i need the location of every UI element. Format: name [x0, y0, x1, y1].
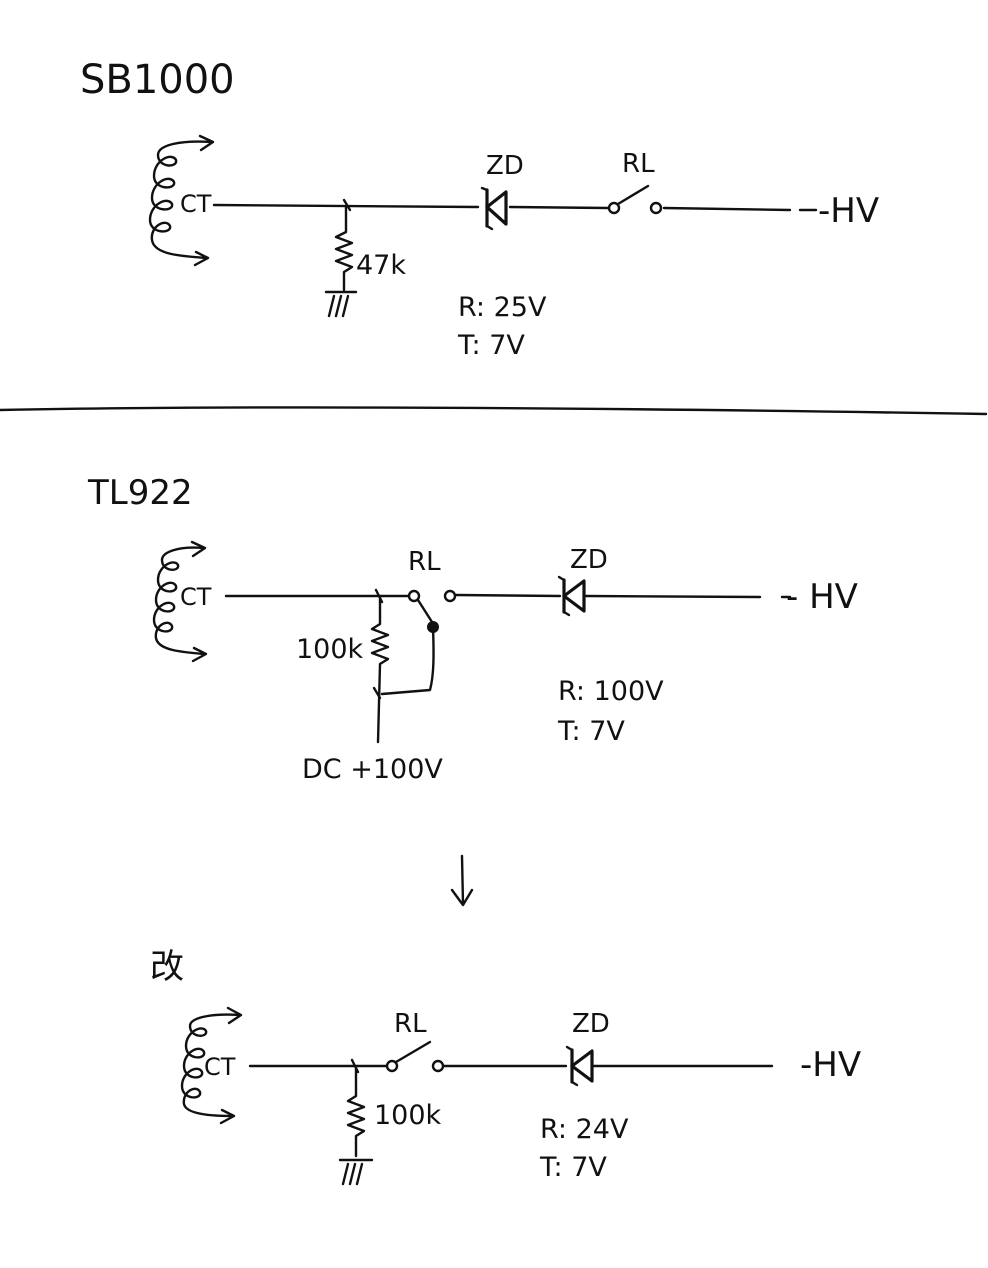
resistor-icon [370, 596, 390, 744]
zener-diode-icon [480, 186, 508, 231]
ground-icon [324, 290, 358, 318]
rating-transmit: T: 7V [557, 716, 625, 747]
section-title: TL922 [87, 473, 193, 513]
section-tl922: TL922 CT 100k RL [87, 473, 858, 785]
down-arrow-icon [450, 854, 474, 907]
supply-label: DC +100V [302, 754, 443, 785]
ct-label: CT [180, 583, 212, 611]
resistor-value: 100k [296, 634, 364, 665]
zener-diode-icon [557, 575, 586, 617]
zener-label: ZD [570, 545, 608, 575]
section-title: 改 [150, 947, 184, 987]
wire [584, 594, 762, 599]
junction-tick [342, 198, 352, 212]
resistor-icon [334, 205, 354, 292]
wire [508, 205, 610, 210]
rating-transmit: T: 7V [457, 330, 525, 361]
hv-label: -HV [818, 191, 879, 231]
wire [662, 206, 792, 212]
resistor-value: 47k [356, 250, 406, 281]
rating-relay: R: 24V [540, 1114, 629, 1145]
zener-label: ZD [572, 1009, 610, 1039]
section-divider [0, 406, 988, 416]
transformer-coil-icon [152, 540, 208, 663]
ground-icon [338, 1158, 374, 1186]
wire [454, 593, 562, 598]
relay-label: RL [622, 149, 655, 179]
section-sb1000: SB1000 CT 47k Z [80, 57, 879, 361]
ct-label: CT [204, 1053, 236, 1081]
hv-label: - HV [786, 577, 858, 617]
zener-label: ZD [486, 151, 524, 181]
zener-diode-icon [565, 1045, 594, 1087]
rating-relay: R: 100V [558, 676, 664, 707]
relay-switch-icon [607, 184, 663, 215]
relay-switch-icon [372, 589, 457, 700]
transformer-coil-icon [180, 1006, 243, 1125]
relay-label: RL [394, 1009, 427, 1039]
section-title: SB1000 [80, 57, 235, 103]
resistor-value: 100k [374, 1100, 442, 1131]
transformer-coil-icon [148, 134, 215, 267]
rating-transmit: T: 7V [539, 1152, 607, 1183]
hv-label: -HV [800, 1045, 861, 1085]
ct-label: CT [180, 190, 212, 218]
rating-relay: R: 25V [458, 292, 547, 323]
relay-label: RL [408, 547, 441, 577]
section-modified: 改 CT 100k RL [150, 947, 861, 1186]
resistor-icon [346, 1066, 366, 1158]
relay-switch-icon [385, 1040, 445, 1073]
